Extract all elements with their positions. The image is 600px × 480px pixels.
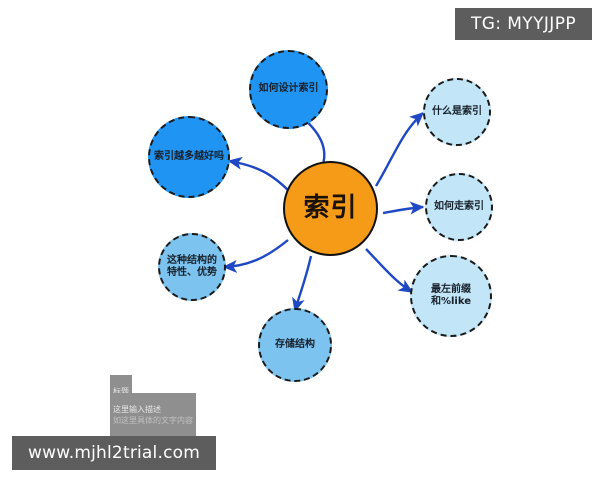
description-placeholder[interactable]: 这里输入描述 如这里具体的文字内容: [110, 393, 196, 439]
title-placeholder-text: 标题: [113, 386, 129, 396]
mindmap-node-root-label: 索引: [303, 193, 358, 224]
mindmap-node-how-to-design-label: 如何设计索引: [258, 83, 319, 95]
telegram-watermark-text: TG: MYYJJPP: [470, 14, 576, 34]
connector-leftmost-prefix: [365, 248, 414, 294]
mindmap-node-structure-traits[interactable]: 这种结构的 特性、优势: [158, 233, 226, 301]
mindmap-node-leftmost-prefix[interactable]: 最左前缀和%like: [410, 255, 492, 337]
description-placeholder-line2: 如这里具体的文字内容: [113, 415, 193, 425]
connector-how-to-use-index: [382, 201, 425, 215]
connector-what-is-index: [374, 112, 425, 187]
description-placeholder-line1: 这里输入描述: [113, 404, 161, 414]
site-url-watermark-text: www.mjhl2trial.com: [28, 443, 200, 463]
title-placeholder[interactable]: 标题: [110, 375, 132, 399]
mindmap-node-leftmost-prefix-label: 最左前缀和%like: [430, 283, 472, 308]
mindmap-node-root[interactable]: 索引: [283, 161, 378, 256]
mindmap-node-storage-structure-label: 存储结构: [275, 338, 315, 350]
mindmap-node-structure-traits-label: 这种结构的 特性、优势: [167, 254, 217, 279]
connector-storage-structure: [292, 255, 313, 313]
connector-more-is-better: [227, 156, 291, 193]
mindmap-node-how-to-design[interactable]: 如何设计索引: [249, 50, 328, 129]
connector-structure-traits: [222, 239, 289, 273]
mindmap-node-how-to-use-index[interactable]: 如何走索引: [425, 173, 493, 241]
mindmap-node-more-is-better-label: 索引越多越好吗: [154, 150, 224, 162]
telegram-watermark-badge: TG: MYYJJPP: [454, 8, 592, 40]
mindmap-node-what-is-index-label: 什么是索引: [432, 105, 482, 117]
mindmap-node-more-is-better[interactable]: 索引越多越好吗: [148, 116, 230, 198]
mindmap-node-how-to-use-index-label: 如何走索引: [434, 200, 484, 212]
mindmap-node-what-is-index[interactable]: 什么是索引: [423, 78, 491, 146]
mindmap-node-storage-structure[interactable]: 存储结构: [258, 308, 332, 382]
site-url-watermark-badge: www.mjhl2trial.com: [12, 436, 216, 470]
